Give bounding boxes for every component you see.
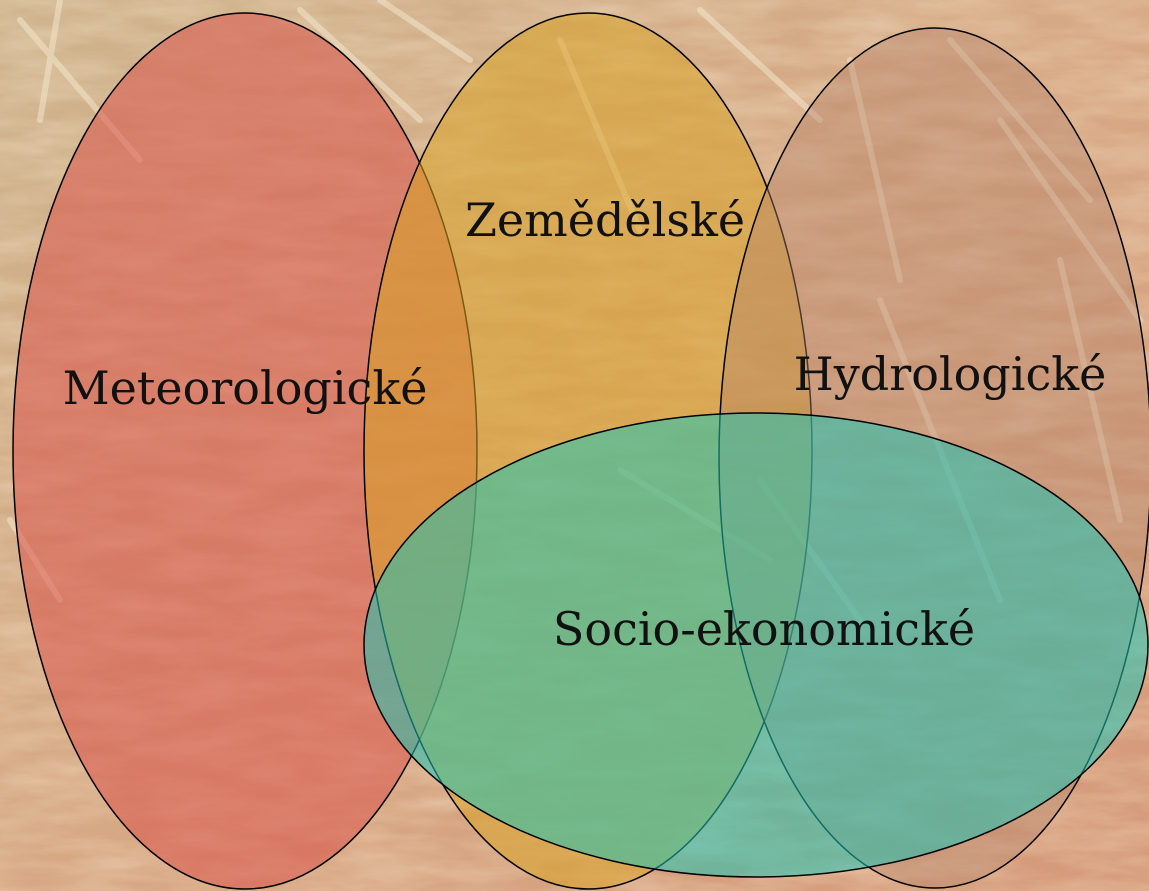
label-socioeconomic: Socio-ekonomické xyxy=(553,602,975,656)
label-agricultural: Zemědělské xyxy=(465,193,745,247)
venn-sets xyxy=(13,13,1149,889)
label-hydrological: Hydrologické xyxy=(794,347,1107,401)
label-meteorological: Meteorologické xyxy=(63,361,428,415)
